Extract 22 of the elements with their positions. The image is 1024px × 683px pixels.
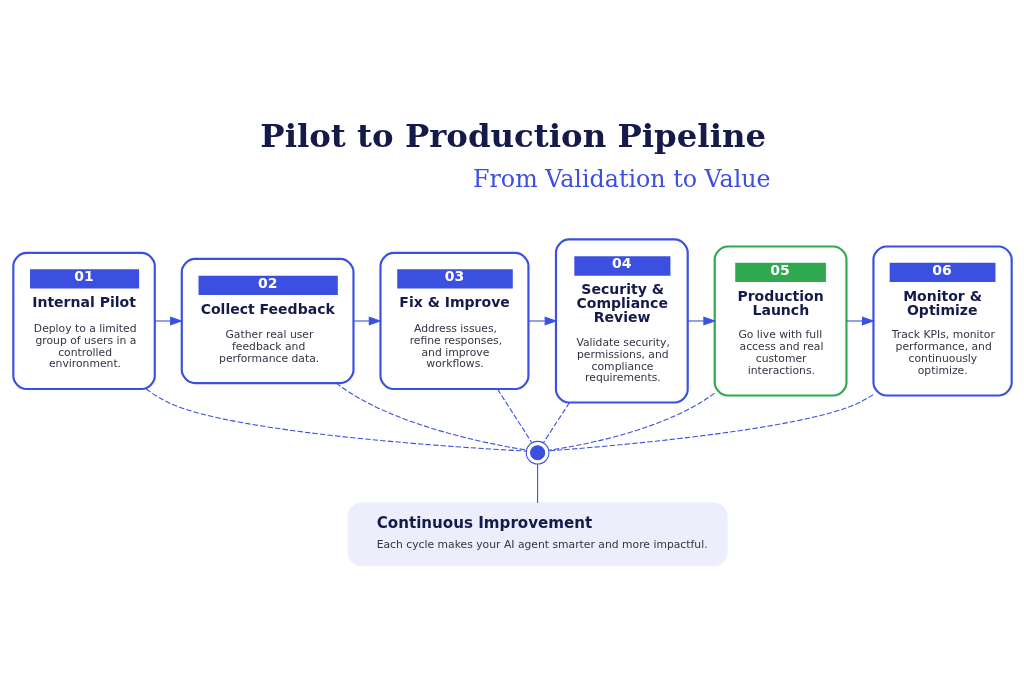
node-box: 04 Security & Compliance Review Validate security, permissions, and compliance requirements. (554, 238, 689, 404)
arrow (845, 316, 875, 326)
node-box: 06 Monitor & Optimize Track KPIs, monitor performance, and continuously optimize. (871, 245, 1013, 397)
arrow (686, 316, 716, 326)
connector (536, 463, 538, 504)
connector (496, 388, 532, 444)
arrow (352, 316, 382, 326)
node-box: 03 Fix & Improve Address issues, refine responses, and improve workflows. (378, 251, 529, 391)
connector (542, 402, 570, 444)
node-circle (525, 440, 549, 465)
connector (548, 392, 715, 451)
node-box: 01 Internal Pilot Deploy to a limited group of users in a controlled environment. (11, 251, 156, 391)
connector (145, 388, 527, 452)
node-box: 05 Production Launch Go live with full access and real customer interactions. (713, 245, 848, 397)
arrow (154, 316, 183, 326)
label: From Validation to Value (472, 165, 771, 194)
node-box: 02 Collect Feedback Gather real user feedback and performance data. (180, 257, 355, 385)
arrow (527, 316, 558, 326)
connector (334, 382, 527, 451)
diagram-title: Pilot to Production Pipeline (259, 116, 766, 155)
node-box: Continuous Improvement Each cycle makes your AI agent smarter and more impactful. (347, 502, 728, 567)
connector (548, 394, 874, 452)
